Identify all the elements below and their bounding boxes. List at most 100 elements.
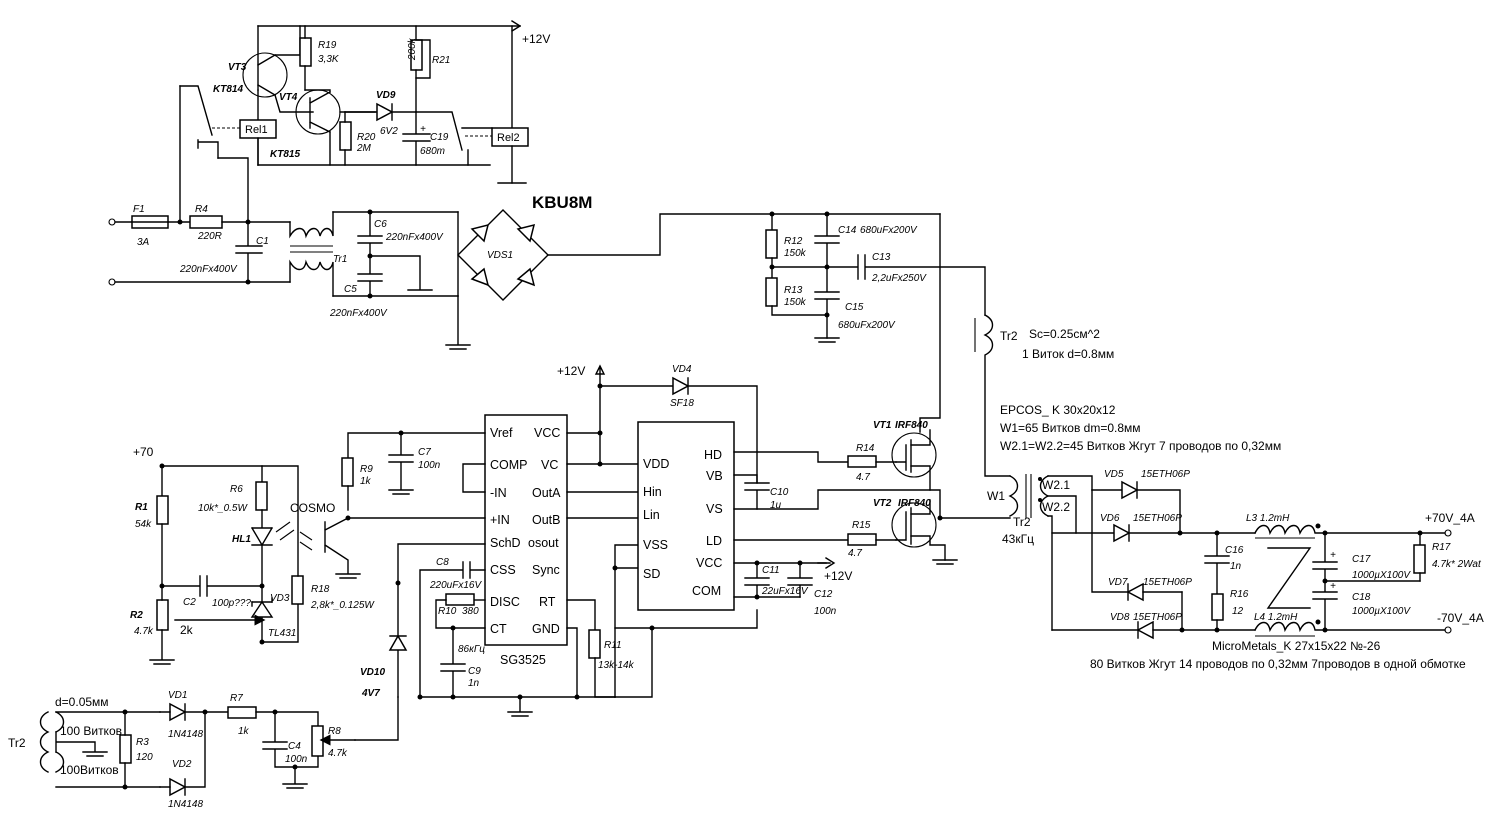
epcos3: W2.1=W2.2=45 Витков Жгут 7 проводов по 0… bbox=[1000, 439, 1281, 453]
r18-resistor bbox=[291, 575, 304, 605]
r6-value: 10k*_0.5W bbox=[198, 503, 248, 514]
r10-label: R10 bbox=[438, 606, 457, 617]
c12-value: 100n bbox=[814, 606, 837, 617]
svg-text:Sync: Sync bbox=[532, 563, 560, 577]
c15-value: 680uFx200V bbox=[838, 320, 896, 331]
c4-label: C4 bbox=[288, 741, 301, 752]
r4-resistor bbox=[189, 215, 223, 229]
svg-text:RT: RT bbox=[539, 595, 556, 609]
rel1-label: Rel1 bbox=[245, 124, 268, 136]
r8-value: 4.7k bbox=[328, 748, 348, 759]
hv-bus: R12 150k R13 150k C14 680uFx200V C15 680… bbox=[765, 211, 1114, 477]
r19-label: R19 bbox=[318, 40, 337, 51]
c19-label: C19 bbox=[430, 132, 449, 143]
tr1-label: Tr1 bbox=[333, 254, 347, 265]
r7-resistor bbox=[227, 706, 257, 719]
r11-value: 13k-14k bbox=[598, 660, 635, 671]
c4-value: 100n bbox=[285, 754, 308, 765]
r10-resistor bbox=[445, 593, 475, 606]
vds1-diode-b bbox=[516, 223, 536, 243]
epcos2: W1=65 Витков dm=0.8мм bbox=[1000, 421, 1141, 435]
c18-plus: + bbox=[1330, 581, 1336, 592]
svg-text:-IN: -IN bbox=[490, 486, 507, 500]
driver-ic bbox=[637, 421, 735, 611]
vd6-value: 15ETH06P bbox=[1133, 513, 1182, 524]
vd6-diode bbox=[1113, 523, 1131, 543]
r15-label: R15 bbox=[852, 520, 871, 531]
vt3-transistor bbox=[242, 52, 288, 98]
sg3525-ic bbox=[484, 414, 568, 646]
c6-label: C6 bbox=[374, 219, 387, 230]
epcos1: EPCOS_ K 30x20x12 bbox=[1000, 403, 1116, 417]
l4-label: L4 1.2mH bbox=[1254, 612, 1298, 623]
vd10-diode bbox=[388, 634, 408, 651]
vds1-label: VDS1 bbox=[487, 250, 513, 261]
r14-label: R14 bbox=[856, 443, 875, 454]
vt2-label: VT2 bbox=[873, 498, 892, 509]
r18-label: R18 bbox=[311, 584, 330, 595]
r10-value: 380 bbox=[462, 606, 479, 617]
r16-resistor bbox=[1211, 593, 1224, 621]
c17-plus: + bbox=[1330, 550, 1336, 561]
sg3525: Vref COMP -IN +IN SchD CSS DISC CT VCC V… bbox=[341, 364, 758, 741]
r9-resistor bbox=[341, 457, 354, 487]
mm2: 80 Витков Жгут 14 проводов по 0,32мм 7пр… bbox=[1090, 657, 1466, 671]
c14-label: C14 bbox=[838, 225, 857, 236]
r12-label: R12 bbox=[784, 236, 803, 247]
r3-value: 120 bbox=[136, 752, 153, 763]
vd4-diode bbox=[672, 376, 690, 396]
svg-text:SD: SD bbox=[643, 567, 660, 581]
out-neg-label: -70V_4A bbox=[1437, 611, 1484, 625]
tr2b-label: Tr2 bbox=[8, 736, 26, 750]
mains-input: F1 3A R4 220R C1 220nFx400V Tr1 C6 220nF… bbox=[108, 193, 941, 350]
c10-value: 1u bbox=[770, 500, 782, 511]
svg-text:Hin: Hin bbox=[643, 485, 662, 499]
r8-label: R8 bbox=[328, 726, 341, 737]
w1-label: W1 bbox=[987, 489, 1005, 503]
f1-label: F1 bbox=[133, 204, 145, 215]
w100a: 100 Витков bbox=[60, 724, 122, 738]
c11-label: C11 bbox=[762, 565, 780, 576]
c9-value: 1n bbox=[468, 678, 480, 689]
r19-resistor bbox=[299, 37, 312, 67]
svg-text:VCC: VCC bbox=[534, 426, 560, 440]
w21-label: W2.1 bbox=[1042, 478, 1070, 492]
c7-value: 100n bbox=[418, 460, 441, 471]
vd8-value: 15ETH06P bbox=[1133, 612, 1182, 623]
vd5-diode bbox=[1121, 480, 1139, 500]
vd10-label: VD10 bbox=[360, 667, 385, 678]
r7-label: R7 bbox=[230, 693, 243, 704]
vt2-mosfet bbox=[891, 502, 937, 548]
r4-value: 220R bbox=[197, 231, 222, 242]
vt4-label: VT4 bbox=[279, 92, 298, 103]
r2-label: R2 bbox=[130, 610, 143, 621]
r16-label: R16 bbox=[1230, 589, 1249, 600]
rel2-label: Rel2 bbox=[497, 132, 520, 144]
vt1-value: IRF840 bbox=[895, 420, 928, 431]
c13-label: C13 bbox=[872, 252, 891, 263]
vd5-value: 15ETH06P bbox=[1141, 469, 1190, 480]
vd3-label: VD3 bbox=[270, 593, 290, 604]
r11-resistor bbox=[588, 629, 601, 659]
w100b: 100Витков bbox=[60, 763, 119, 777]
plus12-top-label: +12V bbox=[522, 32, 550, 46]
r6-resistor bbox=[255, 481, 268, 511]
r20-label: R20 bbox=[357, 132, 376, 143]
r1-label: R1 bbox=[135, 502, 148, 513]
svg-text:CSS: CSS bbox=[490, 563, 516, 577]
c2-label: C2 bbox=[183, 597, 196, 608]
r20-resistor bbox=[339, 121, 352, 151]
rel2-box bbox=[491, 127, 529, 147]
svg-text:VSS: VSS bbox=[643, 538, 668, 552]
c6-value: 220nFx400V bbox=[385, 232, 444, 243]
vd1-value: 1N4148 bbox=[168, 729, 203, 740]
vt3-label: VT3 bbox=[228, 62, 247, 73]
c1-value: 220nFx400V bbox=[179, 264, 238, 275]
svg-text:+IN: +IN bbox=[490, 513, 510, 527]
r2-value: 4.7k bbox=[134, 626, 154, 637]
output-stage: EPCOS_ K 30x20x12 W1=65 Витков dm=0.8мм … bbox=[987, 403, 1484, 671]
vd9-value: 6V2 bbox=[380, 126, 398, 137]
tr2a-label: Tr2 bbox=[1000, 329, 1018, 343]
svg-text:Vref: Vref bbox=[490, 426, 513, 440]
r1-resistor bbox=[156, 495, 169, 525]
